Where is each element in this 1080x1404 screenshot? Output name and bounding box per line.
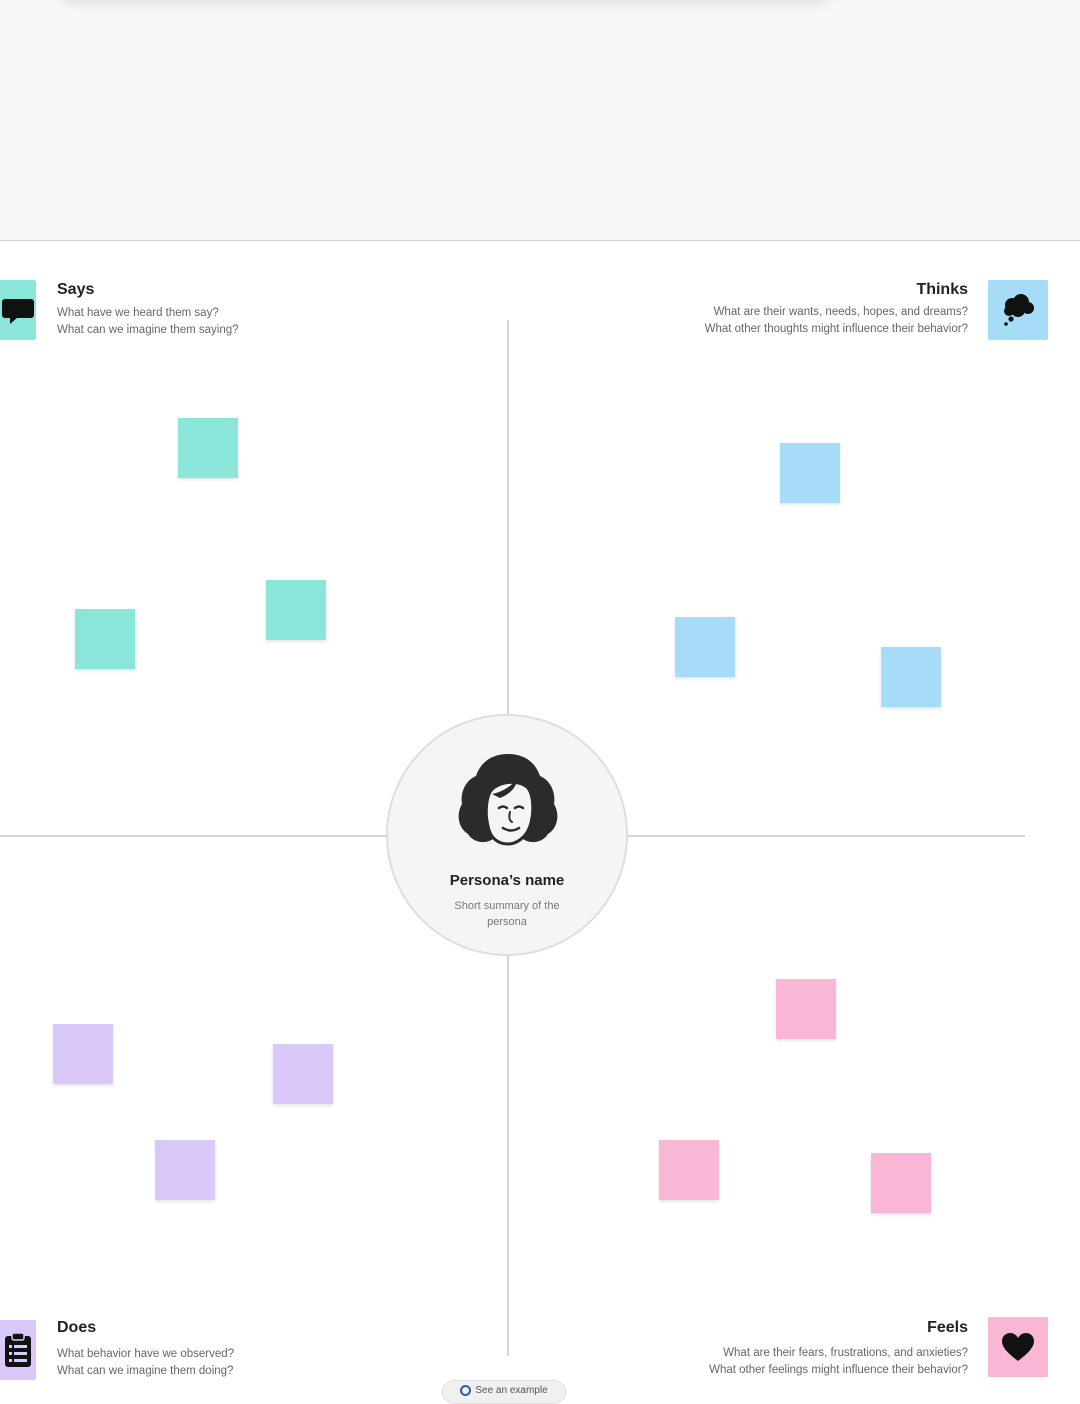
sticky-note-feels[interactable]	[871, 1153, 931, 1213]
persona-card[interactable]: Persona’s name Short summary of the pers…	[386, 714, 628, 956]
feels-title: Feels	[927, 1319, 968, 1336]
says-title: Says	[57, 281, 95, 298]
heart-icon	[1002, 1333, 1034, 1361]
vertical-divider-top	[507, 320, 509, 714]
sticky-note-feels[interactable]	[659, 1140, 719, 1200]
feels-question-2: What other feelings might influence thei…	[709, 1364, 968, 1376]
thinks-question-2: What other thoughts might influence thei…	[704, 323, 968, 335]
says-icon-tile	[0, 280, 36, 340]
see-example-button[interactable]: See an example	[442, 1380, 566, 1404]
speech-bubble-icon	[2, 299, 34, 324]
sticky-note-does[interactable]	[273, 1044, 333, 1104]
horizontal-divider-right	[628, 835, 1025, 837]
sticky-note-thinks[interactable]	[675, 617, 735, 677]
persona-summary[interactable]: Short summary of the persona	[454, 900, 560, 928]
persona-name[interactable]: Persona’s name	[449, 872, 565, 889]
does-title: Does	[57, 1319, 97, 1336]
sticky-note-does[interactable]	[53, 1024, 113, 1084]
sticky-note-thinks[interactable]	[881, 647, 941, 707]
does-question-1: What behavior have we observed?	[57, 1348, 235, 1360]
sticky-note-thinks[interactable]	[780, 443, 840, 503]
feels-icon-tile	[988, 1317, 1048, 1377]
sticky-note-feels[interactable]	[776, 979, 836, 1039]
vertical-divider-bottom	[507, 956, 509, 1356]
sticky-note-says[interactable]	[266, 580, 326, 640]
horizontal-divider-left	[0, 835, 386, 837]
clipboard-icon	[5, 1332, 31, 1367]
says-description: What have we heard them say? What can we…	[57, 305, 357, 339]
thinks-title: Thinks	[916, 281, 968, 298]
feels-question-1: What are their fears, frustrations, and …	[723, 1347, 968, 1359]
sticky-note-says[interactable]	[178, 418, 238, 478]
does-question-2: What can we imagine them doing?	[57, 1365, 234, 1377]
sticky-note-says[interactable]	[75, 609, 135, 669]
does-description: What behavior have we observed? What can…	[57, 1346, 357, 1380]
says-question-2: What can we imagine them saying?	[57, 324, 239, 336]
thinks-icon-tile	[988, 280, 1048, 340]
thought-cloud-icon	[1004, 294, 1034, 326]
does-icon-tile	[0, 1320, 36, 1380]
sticky-note-does[interactable]	[155, 1140, 215, 1200]
says-question-1: What have we heard them say?	[57, 307, 219, 319]
feels-description: What are their fears, frustrations, and …	[608, 1345, 968, 1379]
thinks-description: What are their wants, needs, hopes, and …	[608, 304, 968, 338]
thinks-question-1: What are their wants, needs, hopes, and …	[713, 306, 968, 318]
top-panel	[0, 0, 1080, 241]
persona-avatar-icon	[458, 754, 558, 846]
